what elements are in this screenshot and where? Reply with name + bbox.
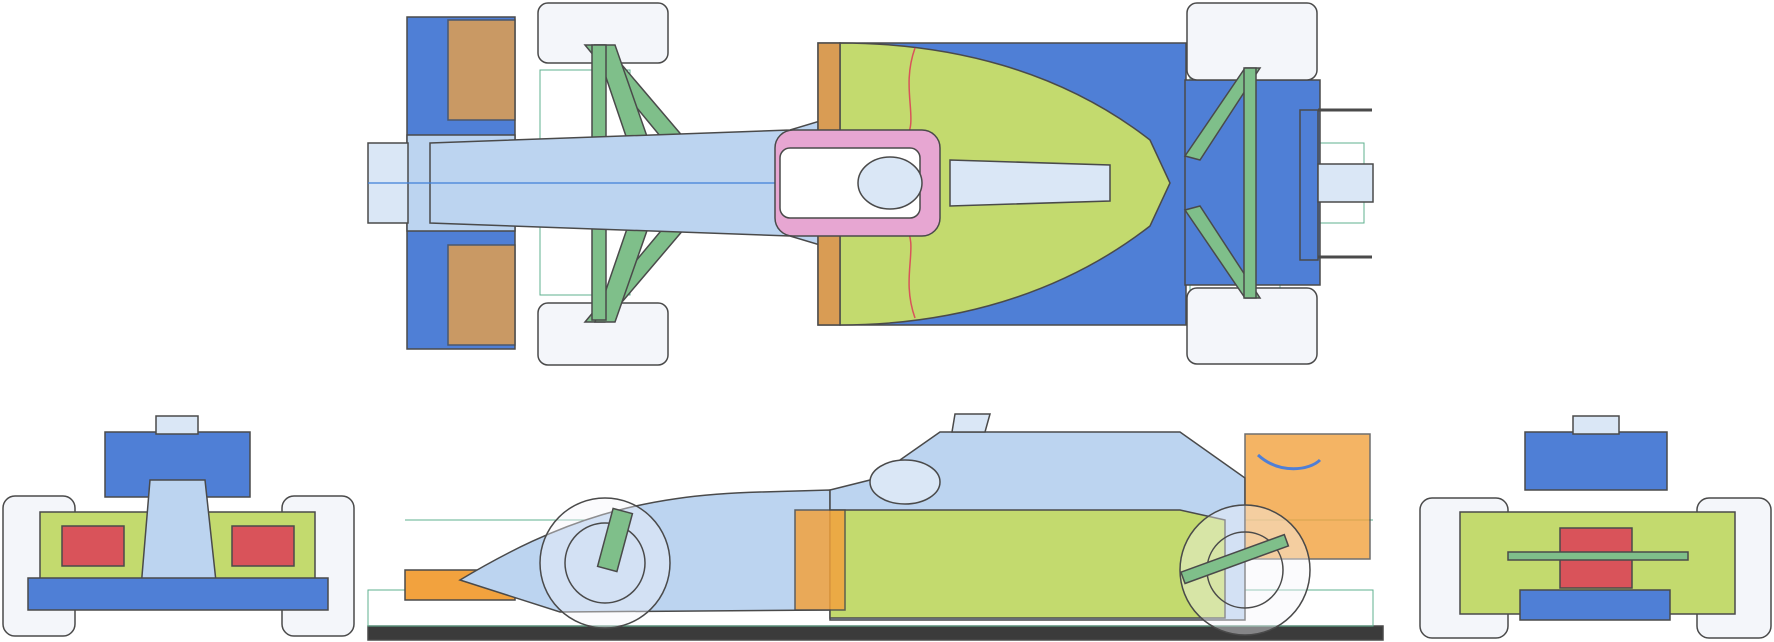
top-rear-wing [1299,108,1374,261]
side-rear-wheel [1179,504,1311,636]
rear-right-tyre [1186,287,1318,365]
top-front-wheels [537,2,669,366]
top-rear-suspension [1183,67,1262,299]
top-rear-wheels [1186,2,1318,365]
side-nose [404,489,831,613]
side-body [794,413,1246,621]
top-view [367,2,1374,366]
top-cockpit [774,129,1111,237]
rear-view [1419,415,1772,639]
side-view [367,413,1384,641]
front-view [2,415,355,637]
side-front-wheel [539,497,671,629]
